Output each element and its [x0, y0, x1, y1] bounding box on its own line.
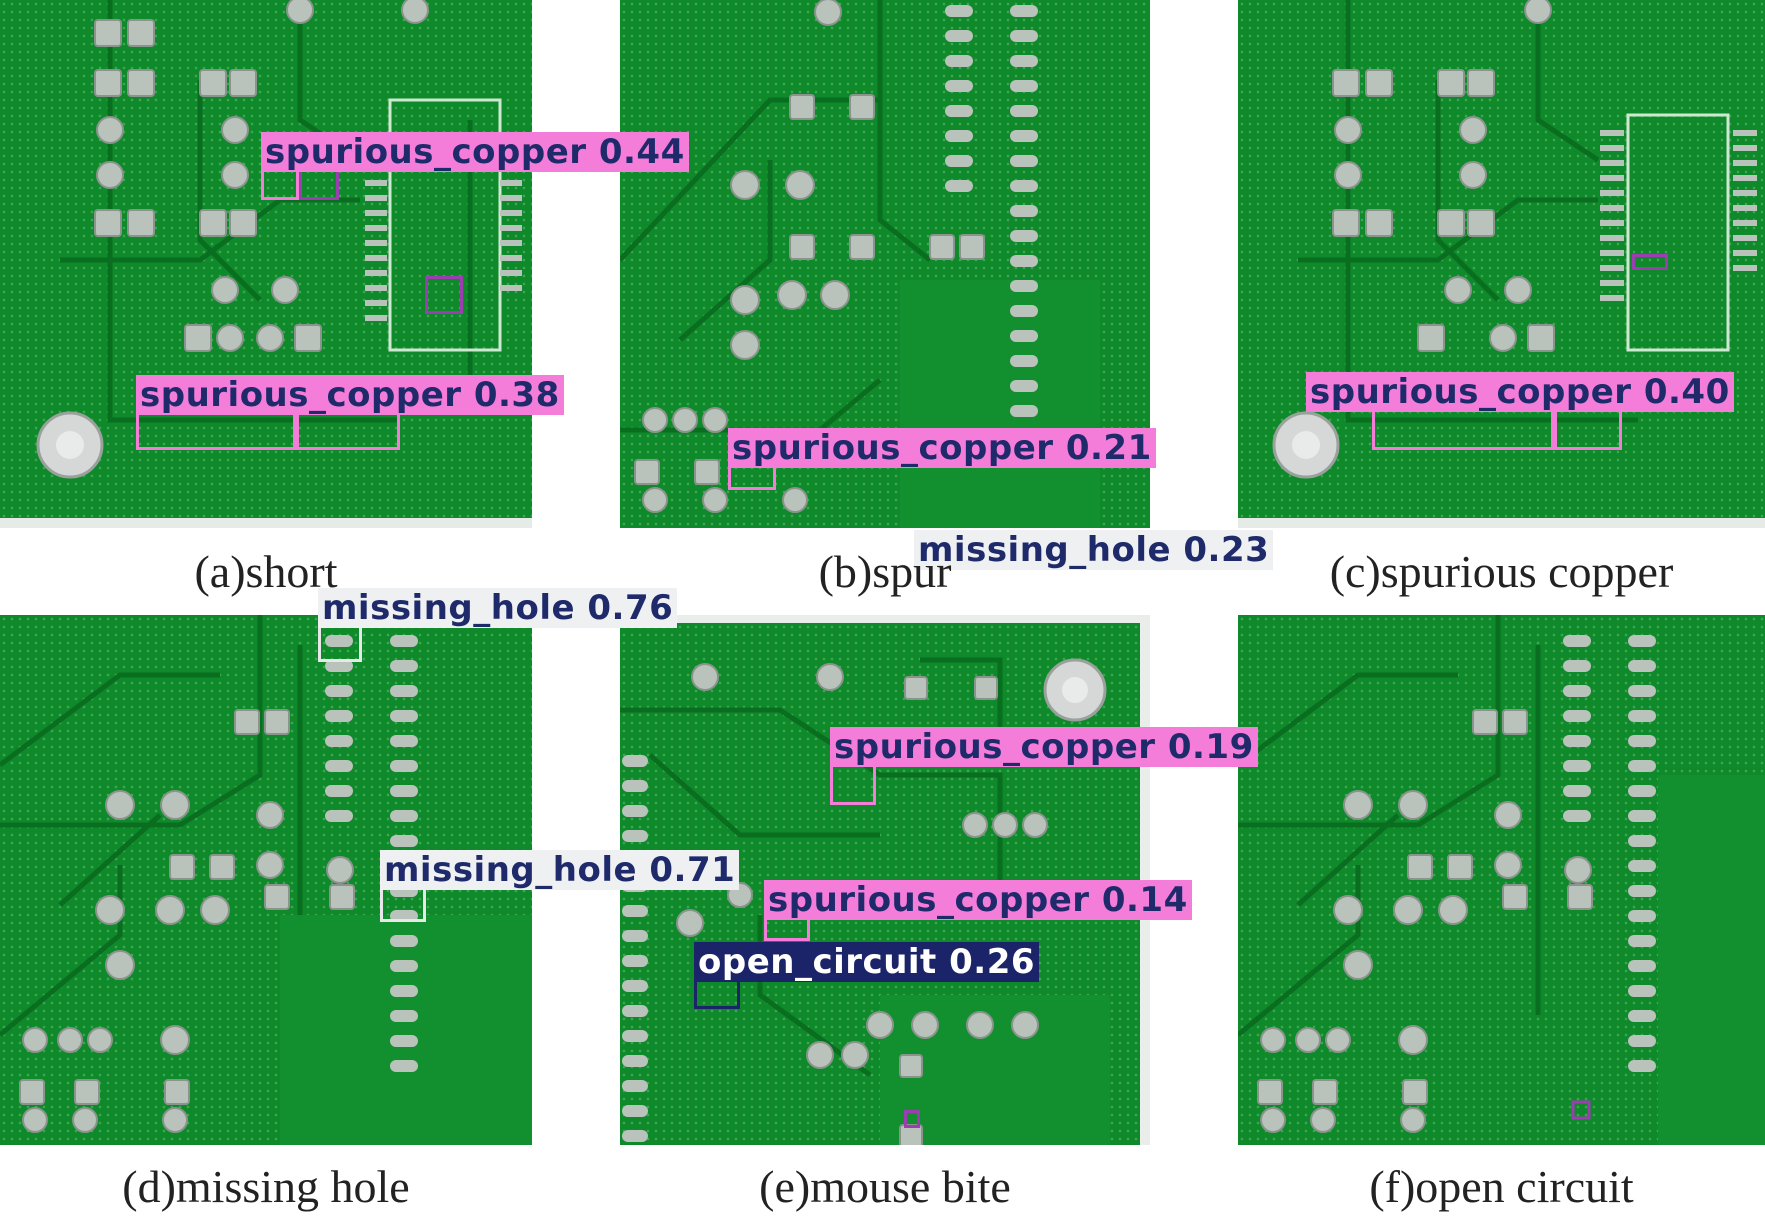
detection-label: spurious_copper 0.40 — [1306, 372, 1734, 412]
pcb-traces — [1238, 0, 1765, 528]
detection-box — [1554, 408, 1622, 450]
pcb-image-spurious-copper — [1238, 0, 1765, 528]
detection-box — [261, 168, 299, 200]
detection-label: spurious_copper 0.14 — [764, 880, 1192, 920]
detection-box — [1632, 254, 1668, 270]
pcb-traces — [1238, 615, 1765, 1145]
detection-box — [904, 1110, 920, 1128]
caption-open-circuit: (f)open circuit — [1369, 1161, 1634, 1212]
caption-missing-hole: (d)missing hole — [122, 1161, 410, 1212]
detection-label: missing_hole 0.23 — [914, 530, 1274, 570]
pcb-image-short — [0, 0, 532, 528]
detection-box — [830, 763, 876, 805]
caption-short: (a)short — [194, 546, 338, 597]
detection-box — [1372, 408, 1554, 450]
caption-mouse-bite: (e)mouse bite — [759, 1161, 1011, 1212]
detection-label: spurious_copper 0.19 — [830, 727, 1258, 767]
detection-label: spurious_copper 0.21 — [728, 428, 1156, 468]
detection-box — [299, 168, 339, 200]
detection-label: open_circuit 0.26 — [694, 942, 1040, 982]
detection-label: spurious_copper 0.44 — [261, 132, 689, 172]
pcb-image-open-circuit — [1238, 615, 1765, 1145]
caption-spur: (b)spur — [818, 546, 952, 597]
caption-spurious-copper: (c)spurious copper — [1329, 546, 1674, 597]
detection-label: spurious_copper 0.38 — [136, 375, 564, 415]
pcb-traces — [0, 615, 532, 1145]
pcb-traces — [620, 0, 1100, 528]
detection-box — [425, 276, 463, 314]
detection-label: missing_hole 0.71 — [380, 850, 740, 890]
detection-box — [318, 622, 362, 662]
detection-label: missing_hole 0.76 — [318, 588, 678, 628]
